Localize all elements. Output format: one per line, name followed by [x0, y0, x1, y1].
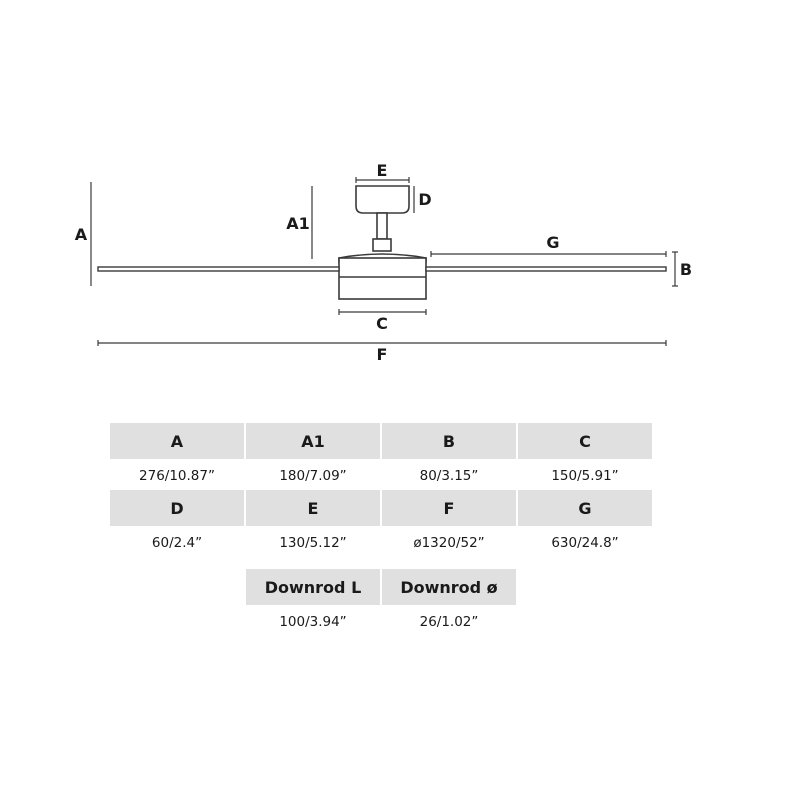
label-g: G: [546, 233, 559, 252]
label-f: F: [377, 345, 388, 364]
label-e: E: [377, 161, 388, 180]
right-blade: [425, 266, 667, 272]
canopy: [355, 185, 410, 214]
table-value: 630/24.8”: [551, 535, 619, 551]
downrod: [376, 212, 388, 240]
table-header: D: [110, 490, 244, 526]
table-header: F: [382, 490, 516, 526]
table-header-downrod-diameter: Downrod ø: [382, 569, 516, 605]
motor-coupler: [372, 238, 392, 252]
table-header: A: [110, 423, 244, 459]
table-header-downrod-length: Downrod L: [246, 569, 380, 605]
label-a1: A1: [286, 214, 310, 233]
table-header: C: [518, 423, 652, 459]
ceiling-fan-dimension-diagram: A A1 E D G B C F: [75, 161, 692, 364]
table-value: 60/2.4”: [151, 535, 203, 551]
table-header: G: [518, 490, 652, 526]
table-value: 100/3.94”: [279, 614, 347, 630]
table-header: A1: [246, 423, 380, 459]
label-b: B: [680, 260, 692, 279]
table-value: 150/5.91”: [551, 468, 619, 484]
table-header: B: [382, 423, 516, 459]
label-c: C: [376, 314, 388, 333]
left-blade: [97, 266, 340, 272]
label-d: D: [418, 190, 431, 209]
motor-housing: [338, 257, 427, 300]
table-value: 80/3.15”: [419, 468, 479, 484]
table-value: ø1320/52”: [413, 535, 485, 551]
table-value: 276/10.87”: [139, 468, 215, 484]
label-a: A: [75, 225, 88, 244]
table-value: 26/1.02”: [419, 614, 479, 630]
table-value: 180/7.09”: [279, 468, 347, 484]
table-value: 130/5.12”: [279, 535, 347, 551]
table-header: E: [246, 490, 380, 526]
